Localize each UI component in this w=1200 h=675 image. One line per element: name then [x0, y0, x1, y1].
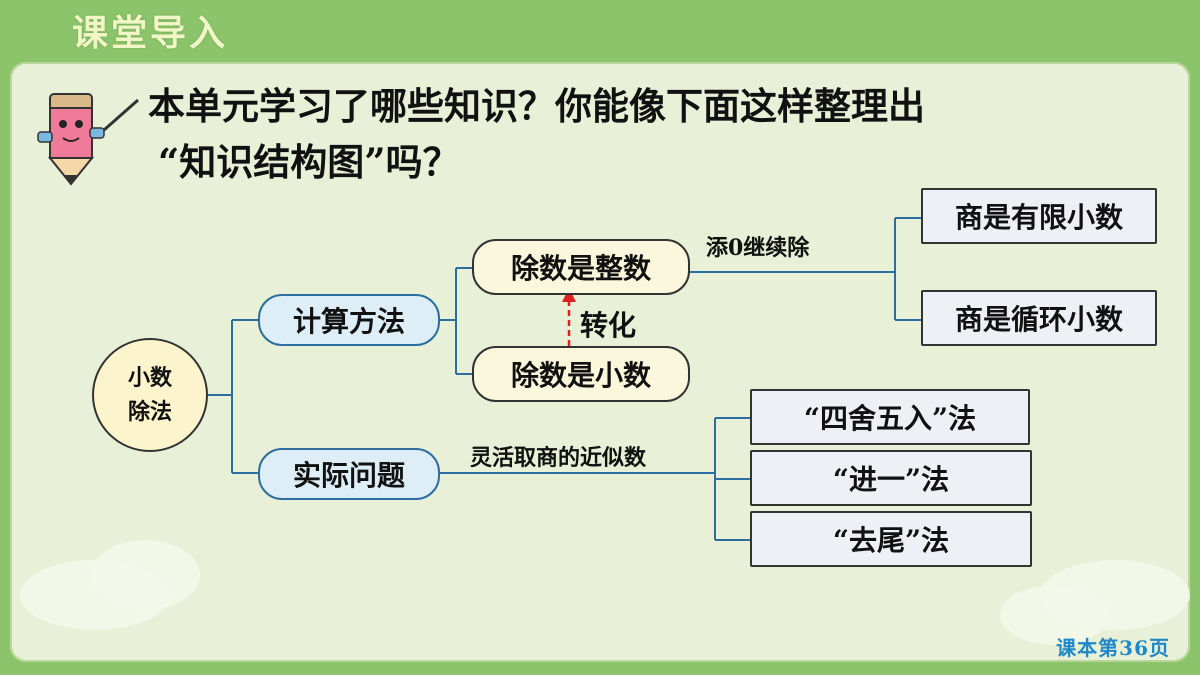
node-divisor-decimal: 除数是小数	[472, 346, 690, 402]
header-title: 课堂导入	[72, 13, 229, 54]
cloud-decoration	[90, 540, 200, 610]
add-zero-label: 添0继续除	[706, 235, 810, 261]
node-round-method: “四舍五入”法	[750, 389, 1030, 445]
root-node-line-1: 小数	[127, 365, 172, 391]
node-calculation-method: 计算方法	[258, 294, 440, 346]
root-node-line-2: 除法	[127, 399, 172, 425]
pencil-mascot-icon	[37, 93, 139, 186]
cloud-decoration	[1000, 585, 1110, 645]
node-divisor-integer: 除数是整数	[472, 239, 690, 295]
convert-label: 转化	[580, 309, 637, 342]
node-ceil-method: “进一”法	[750, 450, 1032, 506]
node-floor-method: “去尾”法	[750, 511, 1032, 567]
intro-question: 本单元学习了哪些知识？你能像下面这样整理出 “知识结构图”吗？	[148, 78, 1148, 190]
node-practical-problem: 实际问题	[258, 448, 440, 500]
question-line-2: “知识结构图”吗？	[158, 140, 460, 184]
node-quotient-finite: 商是有限小数	[921, 188, 1157, 244]
question-line-1: 本单元学习了哪些知识？你能像下面这样整理出	[148, 84, 925, 128]
page-reference: 课本第36页	[1056, 636, 1170, 660]
node-quotient-repeating: 商是循环小数	[921, 290, 1157, 346]
approx-label: 灵活取商的近似数	[470, 445, 647, 471]
root-node: 小数 除法	[92, 338, 208, 452]
